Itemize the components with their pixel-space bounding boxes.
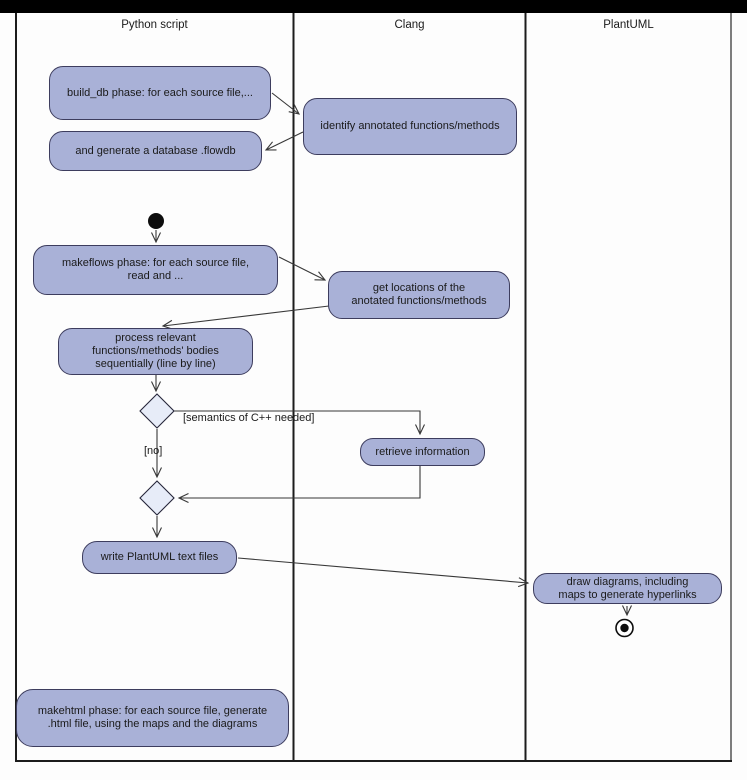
activity-label: draw diagrams, including (566, 575, 689, 588)
guard-semantics-needed: [semantics of C++ needed] (183, 412, 315, 424)
activity-build-db: build_db phase: for each source file,... (49, 66, 271, 120)
arrow-decision-to-retrieve (174, 410, 425, 436)
activity-label: identify annotated functions/methods (320, 120, 500, 132)
activity-label: process relevant (115, 332, 196, 344)
activity-label: anotated functions/methods (351, 295, 487, 307)
activity-label: makeflows phase: for each source file, (61, 257, 250, 269)
lane-header-plantuml: PlantUML (603, 19, 654, 31)
activity-label: maps to generate hyperlinks (558, 588, 697, 601)
activity-label: read and ... (127, 270, 184, 282)
lane-header-python-script: Python script (121, 19, 188, 31)
activity-label: retrieve information (375, 445, 470, 458)
arrow-getlocations-to-process (161, 305, 330, 330)
activity-write-plantuml-files: write PlantUML text files (82, 541, 237, 574)
arrow-builddb-to-identify (271, 92, 301, 115)
activity-identify-annotated: identify annotated functions/methods (303, 98, 517, 155)
guard-no: [no] (144, 445, 163, 457)
activity-get-locations: get locations of the anotated functions/… (328, 271, 510, 319)
top-black-bar (0, 0, 747, 13)
activity-label: functions/methods' bodies (92, 345, 219, 357)
start-node (148, 213, 164, 229)
activity-label: .html file, using the maps and the diagr… (47, 718, 258, 730)
activity-label: write PlantUML text files (100, 551, 219, 563)
end-node-dot (620, 623, 629, 633)
activity-label: makehtml phase: for each source file, ge… (37, 705, 268, 717)
arrow-write-to-draw (237, 557, 530, 588)
activity-label: and generate a database .flowdb (75, 144, 236, 157)
activity-label: sequentially (line by line) (95, 358, 216, 370)
activity-makehtml: makehtml phase: for each source file, ge… (16, 689, 289, 747)
lane-header-clang: Clang (394, 19, 425, 31)
activity-draw-diagrams: draw diagrams, including maps to generat… (533, 573, 722, 604)
activity-makeflows: makeflows phase: for each source file, r… (33, 245, 278, 295)
activity-retrieve-information: retrieve information (360, 438, 485, 466)
merge-diamond (139, 480, 175, 516)
arrow-makeflows-to-getlocations (278, 256, 327, 281)
arrow-identify-to-generatedb (264, 131, 304, 151)
activity-label: get locations of the (372, 282, 466, 294)
activity-generate-database: and generate a database .flowdb (49, 131, 262, 171)
arrow-retrieve-to-merge (177, 466, 421, 503)
activity-process-relevant: process relevant functions/methods' bodi… (58, 328, 253, 375)
activity-label: build_db phase: for each source file,... (67, 86, 253, 99)
decision-diamond (139, 393, 175, 429)
